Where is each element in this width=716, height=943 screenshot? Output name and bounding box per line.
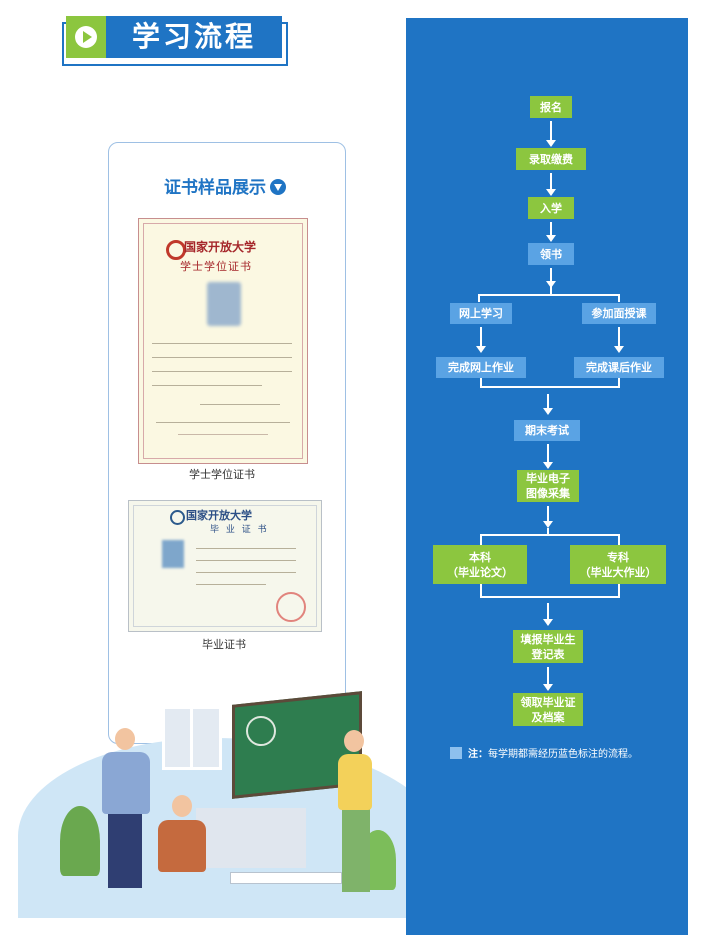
graduation-certificate-image	[128, 500, 322, 632]
person-standing-illustration	[108, 812, 142, 888]
step-face-to-face: 参加面授课	[582, 303, 656, 324]
flow-arrow	[543, 506, 553, 528]
flow-connector	[480, 534, 482, 546]
flow-arrow	[543, 394, 553, 415]
flow-note: 注：每学期都需经历蓝色标注的流程。	[468, 745, 638, 760]
window-illustration	[162, 706, 222, 770]
person-head	[172, 795, 192, 817]
step-final-exam: 期末考试	[514, 420, 580, 441]
step-online-study: 网上学习	[450, 303, 512, 324]
student-photo	[207, 282, 241, 326]
step-undergrad: 本科 （毕业论文）	[433, 545, 527, 584]
step-online-homework: 完成网上作业	[436, 357, 526, 378]
flow-connector	[480, 584, 482, 598]
flow-connector	[478, 294, 480, 302]
official-stamp	[276, 592, 306, 622]
flow-connector	[618, 378, 620, 388]
flow-connector	[480, 378, 482, 388]
note-text: 每学期都需经历蓝色标注的流程。	[488, 749, 638, 760]
certificate-text-line	[152, 343, 292, 344]
certificate-signature	[200, 404, 280, 405]
flow-connector	[550, 285, 552, 295]
flow-arrow	[476, 327, 486, 353]
bachelor-certificate-caption: 学士学位证书	[189, 468, 255, 481]
certificate-section-title: 证书样品展示	[140, 176, 310, 200]
certificate-school-name: 国家开放大学	[184, 240, 257, 254]
teacher-illustration	[338, 754, 372, 810]
certificate-footer-line	[178, 434, 268, 435]
graduation-certificate-caption: 毕业证书	[202, 638, 246, 651]
certificate-border	[133, 505, 317, 627]
flow-arrow	[543, 603, 553, 626]
teacher-illustration	[342, 808, 370, 892]
person-standing-illustration	[102, 752, 150, 814]
step-admission: 录取缴费	[516, 148, 586, 170]
plant-illustration	[60, 806, 100, 876]
person-head	[344, 730, 364, 752]
step-photo: 毕业电子 图像采集	[517, 470, 579, 502]
flow-connector	[480, 386, 620, 388]
person-head	[115, 728, 135, 750]
certificate-text-line	[152, 371, 292, 372]
flow-arrow	[546, 268, 556, 288]
flow-arrow	[546, 121, 556, 147]
flow-arrow	[614, 327, 624, 353]
certificate-text-line	[196, 572, 296, 573]
university-logo-icon	[166, 240, 186, 260]
flow-connector	[618, 534, 620, 546]
certificate-name: 毕 业 证 书	[210, 525, 269, 535]
chalkboard-drawing	[246, 716, 276, 746]
certificate-text-line	[196, 560, 296, 561]
certificate-school-name: 国家开放大学	[186, 509, 252, 522]
step-enroll: 入学	[528, 197, 574, 219]
certificate-name: 学士学位证书	[180, 260, 252, 273]
flow-connector	[480, 596, 620, 598]
flow-arrow	[543, 667, 553, 691]
bachelor-certificate-image	[138, 218, 308, 464]
flow-arrow	[546, 173, 556, 196]
table-illustration	[230, 872, 342, 884]
certificate-text-line	[196, 548, 296, 549]
step-after-class-homework: 完成课后作业	[574, 357, 664, 378]
step-books: 领书	[528, 243, 574, 265]
flow-connector	[478, 294, 620, 296]
certificate-title-text: 证书样品展示	[164, 178, 266, 198]
student-photo	[162, 540, 184, 568]
page-title: 学习流程	[106, 16, 282, 58]
university-logo-icon	[170, 510, 185, 525]
step-college: 专科 （毕业大作业）	[570, 545, 666, 584]
chevron-down-circle-icon	[270, 179, 286, 195]
legend-blue-swatch	[450, 747, 462, 759]
flow-connector	[618, 294, 620, 302]
note-label: 注：	[468, 749, 488, 760]
step-signup: 报名	[530, 96, 572, 118]
certificate-text-line	[152, 357, 292, 358]
flow-arrow	[546, 222, 556, 242]
desk-illustration	[196, 808, 306, 868]
certificate-text-line	[152, 385, 262, 386]
flow-arrow	[543, 444, 553, 469]
play-icon	[75, 26, 97, 48]
certificate-text-line	[196, 584, 266, 585]
step-register: 填报毕业生 登记表	[513, 630, 583, 663]
flow-connector	[547, 528, 549, 536]
step-diploma: 领取毕业证 及档案	[513, 693, 583, 726]
flow-connector	[618, 584, 620, 598]
certificate-border	[143, 223, 303, 459]
person-seated-illustration	[158, 820, 206, 872]
certificate-text-line	[156, 422, 290, 423]
flow-connector	[480, 534, 620, 536]
